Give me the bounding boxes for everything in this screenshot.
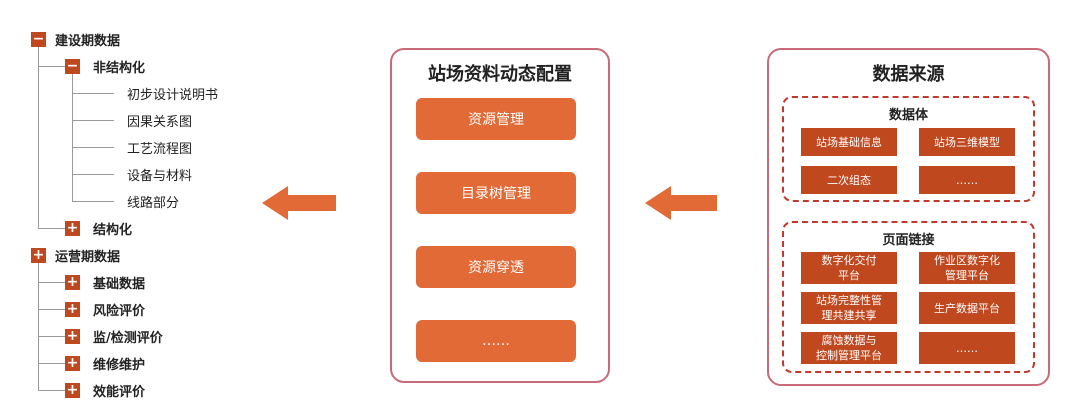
tree-leaf[interactable]: 初步设计说明书 xyxy=(127,83,218,103)
tree-node-basic-data[interactable]: + 基础数据 xyxy=(65,272,145,292)
tree-node-label: 非结构化 xyxy=(93,60,146,76)
tree-node-label: 维修维护 xyxy=(93,357,146,373)
tree-line-unstructured xyxy=(72,74,73,201)
tree-node-monitoring[interactable]: + 监/检测评价 xyxy=(65,326,163,346)
page-link-item[interactable]: 生产数据平台 xyxy=(919,292,1015,324)
arrow-left-icon xyxy=(645,186,717,220)
tree-leaf-label: 工艺流程图 xyxy=(127,141,193,157)
page-link-item[interactable]: 作业区数字化 管理平台 xyxy=(919,252,1015,284)
page-link-item[interactable]: 腐蚀数据与 控制管理平台 xyxy=(801,332,897,364)
tree-node-construction[interactable]: − 建设期数据 xyxy=(31,29,120,49)
data-body-title: 数据体 xyxy=(888,108,928,123)
tree-leaf-label: 因果关系图 xyxy=(127,114,193,130)
config-panel-title: 站场资料动态配置 xyxy=(428,64,572,85)
directory-tree-management-button[interactable]: 目录树管理 xyxy=(416,172,576,214)
tree-node-label: 运营期数据 xyxy=(55,249,121,265)
tree-leaf[interactable]: 线路部分 xyxy=(127,191,179,211)
tree-node-maintenance[interactable]: + 维修维护 xyxy=(65,353,145,373)
expand-toggle[interactable]: + xyxy=(65,327,80,344)
expand-toggle[interactable]: + xyxy=(65,273,80,290)
tree-leaf-label: 线路部分 xyxy=(127,195,180,211)
data-body-item[interactable]: 二次组态 xyxy=(801,166,897,194)
more-button[interactable]: …… xyxy=(416,320,576,362)
tree-node-label: 基础数据 xyxy=(93,276,146,292)
data-body-group: 数据体 站场基础信息 站场三维模型 二次组态 …… xyxy=(782,96,1035,202)
tree-connector xyxy=(38,390,65,391)
resource-management-button[interactable]: 资源管理 xyxy=(416,98,576,140)
collapse-toggle[interactable]: − xyxy=(31,30,46,47)
page-links-group: 页面链接 数字化交付 平台 作业区数字化 管理平台 站场完整性管 理共建共享 生… xyxy=(782,221,1035,373)
tree-connector xyxy=(38,228,65,229)
tree-node-label: 风险评价 xyxy=(93,303,146,319)
tree-connector xyxy=(38,66,65,67)
tree-connector xyxy=(72,174,114,175)
tree-connector xyxy=(38,363,65,364)
expand-toggle[interactable]: + xyxy=(65,300,80,317)
tree-leaf-label: 初步设计说明书 xyxy=(127,87,219,103)
resource-penetration-button[interactable]: 资源穿透 xyxy=(416,246,576,288)
collapse-toggle[interactable]: − xyxy=(65,57,80,74)
tree-connector xyxy=(72,120,114,121)
page-links-title: 页面链接 xyxy=(882,233,935,248)
page-link-item[interactable]: 站场完整性管 理共建共享 xyxy=(801,292,897,324)
data-body-item[interactable]: 站场基础信息 xyxy=(801,128,897,156)
page-link-item[interactable]: …… xyxy=(919,332,1015,364)
tree-node-efficiency[interactable]: + 效能评价 xyxy=(65,380,145,400)
tree-leaf[interactable]: 因果关系图 xyxy=(127,110,192,130)
tree-leaf[interactable]: 工艺流程图 xyxy=(127,137,192,157)
config-panel: 站场资料动态配置 资源管理 目录树管理 资源穿透 …… xyxy=(390,48,610,383)
data-source-panel: 数据来源 数据体 站场基础信息 站场三维模型 二次组态 …… 页面链接 数字化交… xyxy=(767,48,1050,386)
tree-node-structured[interactable]: + 结构化 xyxy=(65,218,132,238)
tree-line-root1 xyxy=(38,47,39,228)
data-body-item[interactable]: …… xyxy=(919,166,1015,194)
tree-line-root2 xyxy=(38,262,39,390)
tree-node-operation[interactable]: + 运营期数据 xyxy=(31,245,120,265)
data-source-title: 数据来源 xyxy=(872,64,945,85)
tree-leaf[interactable]: 设备与材料 xyxy=(127,164,192,184)
tree-node-label: 效能评价 xyxy=(93,384,146,400)
tree-connector xyxy=(38,309,65,310)
expand-toggle[interactable]: + xyxy=(65,381,80,398)
tree-connector xyxy=(72,147,114,148)
tree-node-label: 结构化 xyxy=(93,222,133,238)
expand-toggle[interactable]: + xyxy=(31,246,46,263)
tree-node-label: 监/检测评价 xyxy=(93,330,163,346)
tree-node-label: 建设期数据 xyxy=(55,33,121,49)
arrow-left-icon xyxy=(262,186,336,220)
expand-toggle[interactable]: + xyxy=(65,219,80,236)
tree-connector xyxy=(38,336,65,337)
tree-node-unstructured[interactable]: − 非结构化 xyxy=(65,56,145,76)
tree-connector xyxy=(72,201,114,202)
tree-node-risk-evaluation[interactable]: + 风险评价 xyxy=(65,299,145,319)
tree-connector xyxy=(72,93,114,94)
expand-toggle[interactable]: + xyxy=(65,354,80,371)
data-body-item[interactable]: 站场三维模型 xyxy=(919,128,1015,156)
tree-leaf-label: 设备与材料 xyxy=(127,168,193,184)
page-link-item[interactable]: 数字化交付 平台 xyxy=(801,252,897,284)
tree-connector xyxy=(38,282,65,283)
